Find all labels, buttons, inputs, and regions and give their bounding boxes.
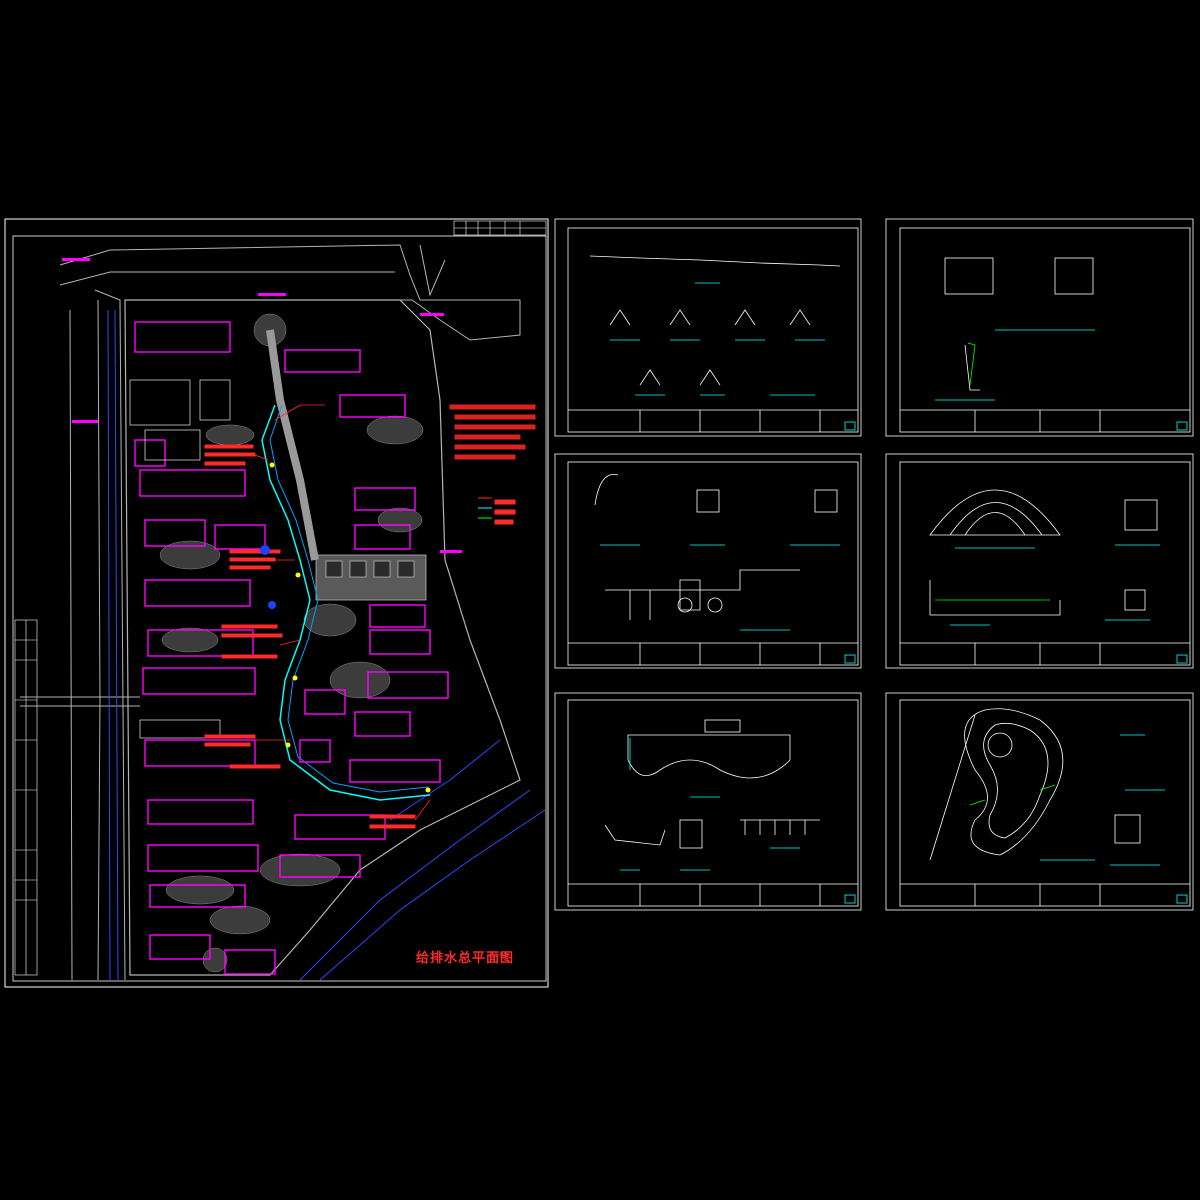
detail-sheet-3	[554, 453, 862, 669]
legend	[478, 497, 492, 519]
main-sheet	[4, 218, 549, 988]
river	[107, 309, 546, 981]
detail-sheet-6	[885, 692, 1194, 911]
main-title-strip	[453, 220, 547, 236]
detail-sheet-2	[885, 218, 1194, 437]
detail-sheet-5	[554, 692, 862, 911]
main-sheet-scale: 1:500	[488, 951, 509, 959]
landscape-texture	[159, 313, 424, 973]
main-side-title-block	[14, 619, 38, 976]
sheet-number-boxes	[844, 421, 1188, 904]
valve-markers	[269, 462, 431, 793]
main-sheet-title: 给排水总平面图	[416, 951, 515, 966]
site-boundary	[124, 299, 521, 976]
building-footprints	[134, 321, 449, 975]
main-walkway	[266, 329, 319, 561]
water-channel	[261, 404, 431, 801]
leader-lines	[254, 404, 431, 821]
elevation-tags	[62, 258, 462, 553]
detail-sheet-1	[554, 218, 862, 437]
clubhouse	[129, 379, 231, 739]
pump-markers	[260, 545, 276, 609]
detail-sheet-4	[885, 453, 1194, 669]
red-annotations	[204, 404, 536, 829]
central-plaza	[315, 554, 427, 601]
